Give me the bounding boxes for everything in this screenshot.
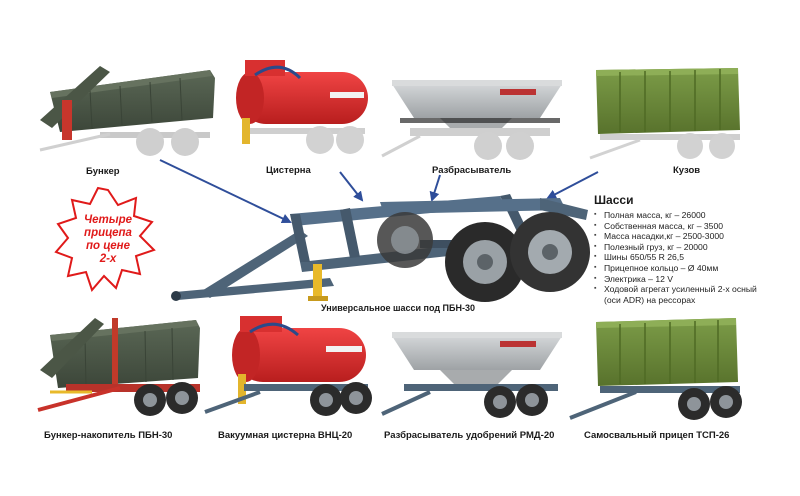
top-tank-image (236, 60, 368, 154)
spec-item: Шины 650/55 R 26,5 (594, 252, 794, 263)
bottom-dump-image (569, 318, 742, 420)
spec-item: Ходовой агрегат усиленный 2-х осный (594, 284, 794, 295)
label-tank: Цистерна (266, 165, 311, 176)
label-spreader-rmd20: Разбрасыватель удобрений РМД-20 (384, 430, 555, 441)
promo-badge-text: Четыре прицепа по цене 2-х (83, 214, 132, 265)
label-bunker: Бункер (86, 166, 120, 177)
arrow-tank (339, 171, 364, 202)
top-spreader-image (381, 80, 562, 160)
label-body: Кузов (673, 165, 701, 176)
spec-item: Полезный груз, кг – 20000 (594, 242, 794, 253)
specs-list: Полная масса, кг – 26000 Собственная мас… (594, 210, 794, 305)
chassis-wheels (377, 212, 590, 302)
arrow-spreader (429, 174, 441, 202)
label-tank-vnc20: Вакуумная цистерна ВНЦ-20 (218, 430, 353, 441)
bottom-bunker-image (37, 318, 200, 416)
spec-item: Масса насадки,кг – 2500-3000 (594, 231, 794, 242)
arrow-body (546, 171, 599, 199)
spec-item: Электрика – 12 V (594, 274, 794, 285)
arrows (159, 159, 599, 224)
arrow-bunker (159, 159, 292, 224)
bottom-spreader-image (381, 332, 562, 418)
spec-item: Прицепное кольцо – Ø 40мм (594, 263, 794, 274)
specs-title: Шасси (594, 193, 634, 207)
top-body-image (589, 68, 740, 160)
label-bunker-pbn30: Бункер-накопитель ПБН-30 (44, 430, 173, 441)
chassis-specs: Шасси Полная масса, кг – 26000 Собственн… (594, 193, 794, 305)
label-dump-tsp26: Самосвальный прицеп ТСП-26 (584, 430, 730, 441)
promo-badge (54, 186, 156, 292)
universal-chassis-image (171, 194, 590, 302)
chassis-label: Универсальное шасси под ПБН-30 (321, 303, 475, 313)
spec-item: Полная масса, кг – 26000 (594, 210, 794, 221)
spec-item-continued: (оси ADR) на рессорах (604, 294, 696, 305)
top-bunker-image (39, 66, 215, 156)
bottom-tank-image (204, 316, 372, 416)
label-spreader: Разбрасыватель (432, 165, 512, 176)
spec-item: Собственная масса, кг – 3500 (594, 221, 794, 232)
